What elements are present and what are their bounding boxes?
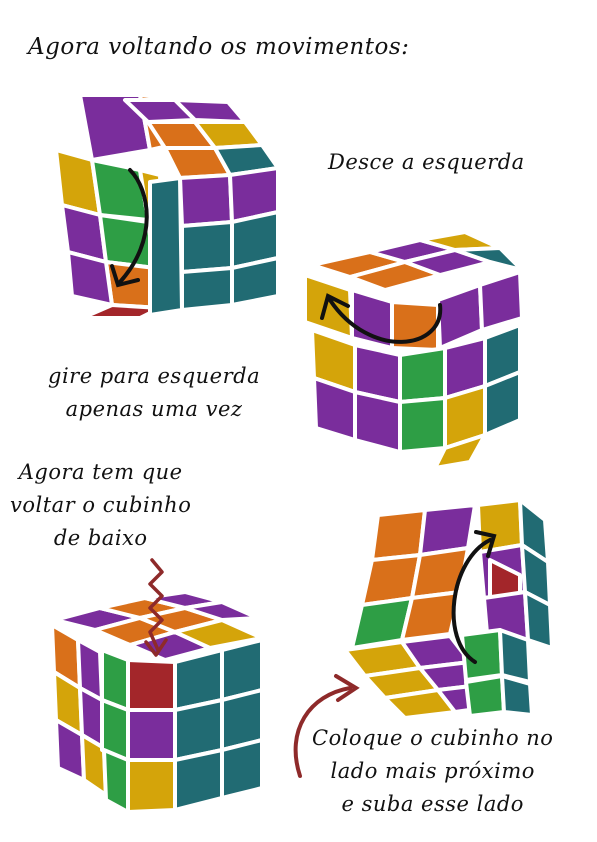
- curved-arrow-icon: [320, 293, 443, 344]
- step-3-line-3: de baixo: [53, 526, 148, 550]
- step-1-caption: Desce a esquerda: [328, 150, 525, 174]
- step-1-line: Desce a esquerda: [328, 150, 525, 174]
- cube-3-icon: [50, 590, 264, 814]
- zigzag-arrow-icon: [144, 558, 168, 657]
- step-3-line-1: Agora tem que: [18, 460, 183, 484]
- step-2-caption: gire para esquerda apenas uma vez: [48, 360, 260, 426]
- step-4-caption: Coloque o cubinho no lado mais próximo e…: [312, 722, 553, 821]
- step-4-line-3: e suba esse lado: [341, 792, 524, 816]
- curved-arrow-icon: [293, 674, 360, 778]
- step-2-line-2: apenas uma vez: [65, 397, 243, 421]
- curved-arrow-icon: [451, 530, 497, 664]
- step-4-line-1: Coloque o cubinho no: [312, 726, 554, 750]
- page-title: Agora voltando os movimentos:: [28, 34, 410, 60]
- cube-1-icon: [54, 93, 280, 320]
- curved-arrow-icon: [110, 168, 149, 288]
- step-3-caption: Agora tem que voltar o cubinho de baixo: [10, 456, 191, 555]
- cube-4-icon: [343, 498, 554, 720]
- step-4-line-2: lado mais próximo: [330, 759, 535, 783]
- cube-2-icon: [303, 230, 524, 470]
- step-2-line-1: gire para esquerda: [48, 364, 261, 388]
- step-3-line-2: voltar o cubinho: [10, 493, 192, 517]
